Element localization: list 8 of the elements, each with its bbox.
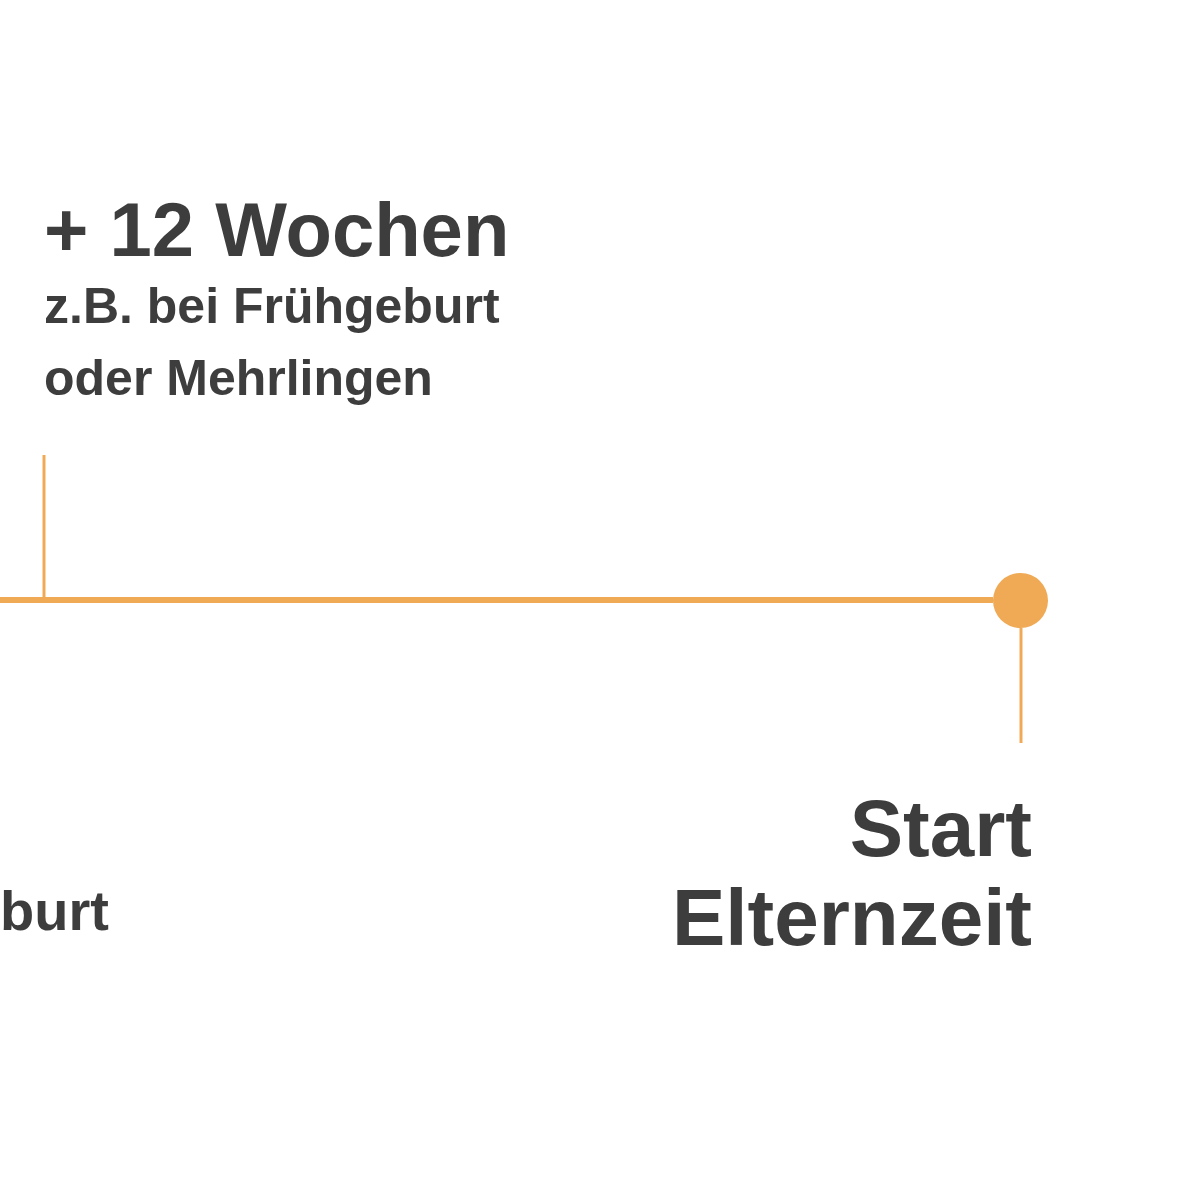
milestone-label: Start Elternzeit bbox=[670, 783, 1032, 963]
leader-line bbox=[1019, 628, 1023, 743]
label-text: burt bbox=[0, 880, 109, 942]
duration-heading: + 12 Wochen bbox=[44, 190, 510, 270]
note-text: z.B. bei Frühgeburt oder Mehrlingen bbox=[44, 276, 501, 409]
timeline-bar bbox=[0, 597, 993, 603]
leader-line bbox=[42, 455, 46, 597]
milestone-dot bbox=[993, 573, 1048, 628]
